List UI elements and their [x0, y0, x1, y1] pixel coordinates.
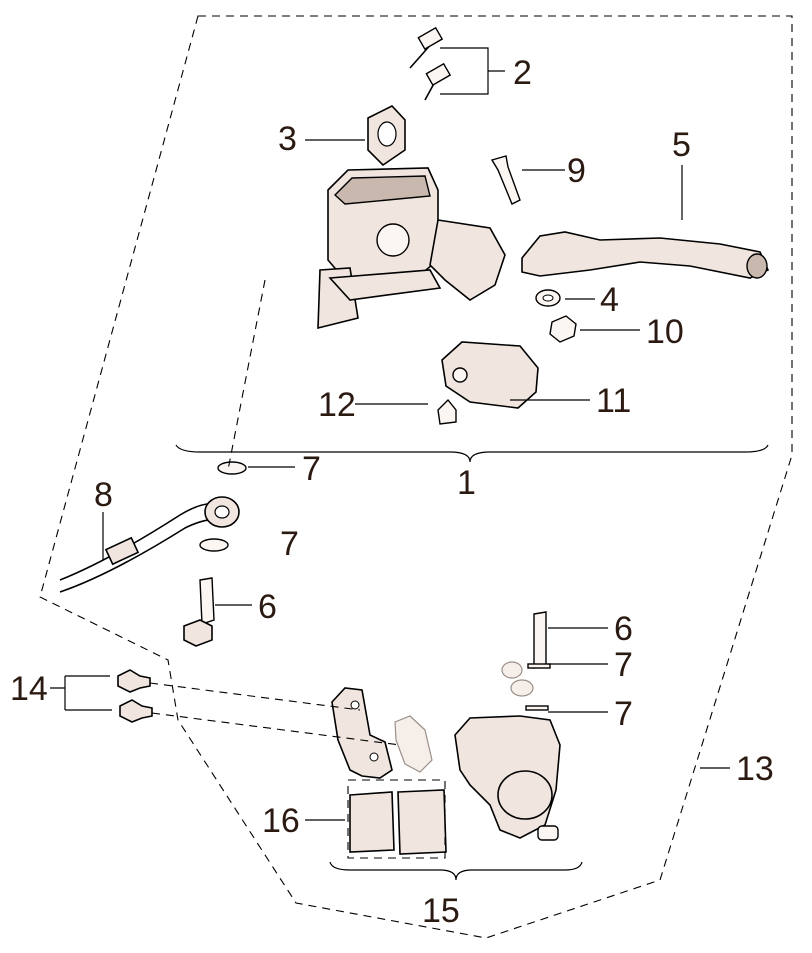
caliper-body: [454, 715, 561, 841]
sealing-washers-upper: [199, 461, 247, 552]
callout-4: 4: [600, 281, 619, 319]
callout-7-b: 7: [280, 525, 299, 563]
lever-nut: [549, 315, 577, 343]
caliper-bracket: [331, 687, 393, 779]
hose-routing-line: [227, 279, 266, 471]
caliper-bracket-ghost: [394, 715, 433, 773]
callout-8: 8: [94, 476, 113, 514]
callout-16: 16: [262, 802, 300, 840]
clamp-bolts: [409, 26, 452, 101]
banjo-fitting: [204, 496, 240, 528]
lever-washer: [535, 289, 561, 307]
callout-5: 5: [672, 126, 691, 164]
leader-lines: [50, 47, 730, 821]
callout-10: 10: [646, 313, 684, 351]
callout-6-upper: 6: [258, 588, 277, 626]
sealing-washers-lower: [525, 663, 551, 711]
caliper-mount-bolts: [117, 669, 153, 723]
master-cylinder-body: [317, 167, 506, 330]
callout-11: 11: [596, 382, 631, 420]
callout-7-d: 7: [614, 695, 633, 733]
callout-15: 15: [422, 892, 460, 930]
callout-6-lower: 6: [614, 610, 633, 648]
callout-12: 12: [318, 386, 356, 424]
assembly-15-brace: [329, 861, 583, 881]
lever-pivot-bolt: [490, 155, 521, 205]
assembly-1-brace: [175, 444, 769, 463]
caliper-ghost-fitting: [501, 661, 534, 697]
brake-light-switch: [441, 341, 539, 409]
callout-2: 2: [513, 54, 532, 92]
callout-14: 14: [10, 670, 48, 708]
handlebar-clamp: [367, 105, 406, 167]
callout-9: 9: [567, 152, 586, 190]
callout-3: 3: [278, 120, 297, 158]
brake-pads: [347, 779, 447, 859]
callout-13: 13: [736, 750, 774, 788]
caliper-banjo-bolt: [533, 611, 547, 669]
assembly-13-boundary: [39, 15, 793, 939]
switch-screw: [437, 398, 457, 425]
callout-7-c: 7: [614, 646, 633, 684]
brake-lever: [521, 231, 770, 279]
callout-7-a: 7: [302, 450, 321, 488]
banjo-bolt-upper: [183, 577, 215, 647]
brake-hose: [59, 502, 219, 593]
callout-1: 1: [457, 464, 476, 502]
bolt-connector-upper: [149, 682, 361, 711]
